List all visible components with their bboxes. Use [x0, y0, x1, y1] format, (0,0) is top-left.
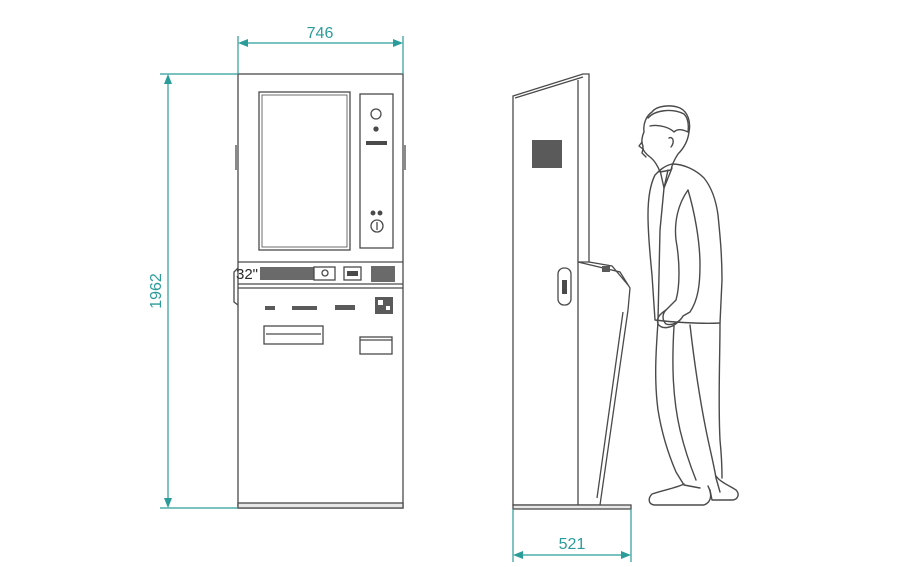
side-console	[577, 261, 631, 506]
side-console-bump	[602, 266, 610, 272]
ticket-slot	[335, 305, 355, 310]
person-leg-outer	[718, 322, 723, 479]
camera-icon	[370, 108, 382, 120]
side-bracket	[233, 267, 239, 306]
person-jacket	[647, 163, 723, 324]
person-leg-inner	[672, 325, 697, 481]
side-service-panel	[532, 140, 562, 168]
main-screen	[258, 91, 351, 251]
person-leg-front	[689, 324, 721, 493]
front-dimensions	[160, 36, 404, 509]
height-arrow-bottom	[164, 498, 172, 508]
note-slot	[292, 306, 317, 310]
person-lapel	[657, 187, 665, 321]
indicator-dot-icon	[373, 126, 379, 132]
pinpad-frame	[313, 266, 336, 281]
front-base	[237, 502, 404, 509]
depth-dimension-label: 521	[559, 536, 586, 553]
person-shoe-front	[648, 483, 712, 506]
screen-size-label: 32"	[236, 266, 258, 283]
side-lock-key	[562, 280, 567, 294]
contactless-pad	[371, 266, 395, 282]
person-face	[638, 141, 647, 158]
width-arrow-right	[393, 39, 403, 47]
pinpad-button-icon	[321, 269, 329, 277]
side-base	[512, 504, 632, 510]
led-left-icon	[370, 210, 376, 216]
person-leg-back	[654, 321, 701, 489]
card-reader	[343, 266, 362, 281]
side-module	[359, 93, 394, 249]
lock-icon	[370, 219, 384, 233]
qr-scanner	[375, 297, 393, 314]
main-screen-inner	[261, 94, 348, 248]
depth-arrow-right	[621, 551, 631, 559]
side-console-inner	[596, 311, 624, 499]
person-hair	[647, 109, 690, 133]
person-head	[641, 105, 691, 173]
height-arrow-top	[164, 74, 172, 84]
person-shoe-back	[709, 475, 739, 501]
receipt-printer	[263, 325, 324, 345]
person-figure	[638, 105, 739, 506]
front-view	[233, 73, 406, 509]
width-dimension-label: 746	[307, 25, 334, 42]
card-reader-slot	[347, 271, 358, 276]
qr-scanner-pattern-2	[386, 306, 390, 310]
qr-scanner-pattern	[378, 300, 383, 305]
side-top-edge	[514, 76, 584, 99]
coin-slot	[265, 306, 275, 310]
side-view	[512, 73, 632, 510]
person-ear	[668, 136, 674, 148]
cash-dispenser	[359, 336, 393, 355]
side-dimensions	[512, 509, 632, 562]
depth-arrow-left	[513, 551, 523, 559]
led-right-icon	[377, 210, 383, 216]
side-console-top	[588, 261, 629, 286]
card-slot	[366, 141, 387, 145]
person-arm	[662, 189, 701, 326]
front-body-outline	[237, 73, 404, 509]
side-lock	[557, 267, 572, 306]
height-dimension-label: 1962	[148, 273, 165, 309]
width-arrow-left	[238, 39, 248, 47]
